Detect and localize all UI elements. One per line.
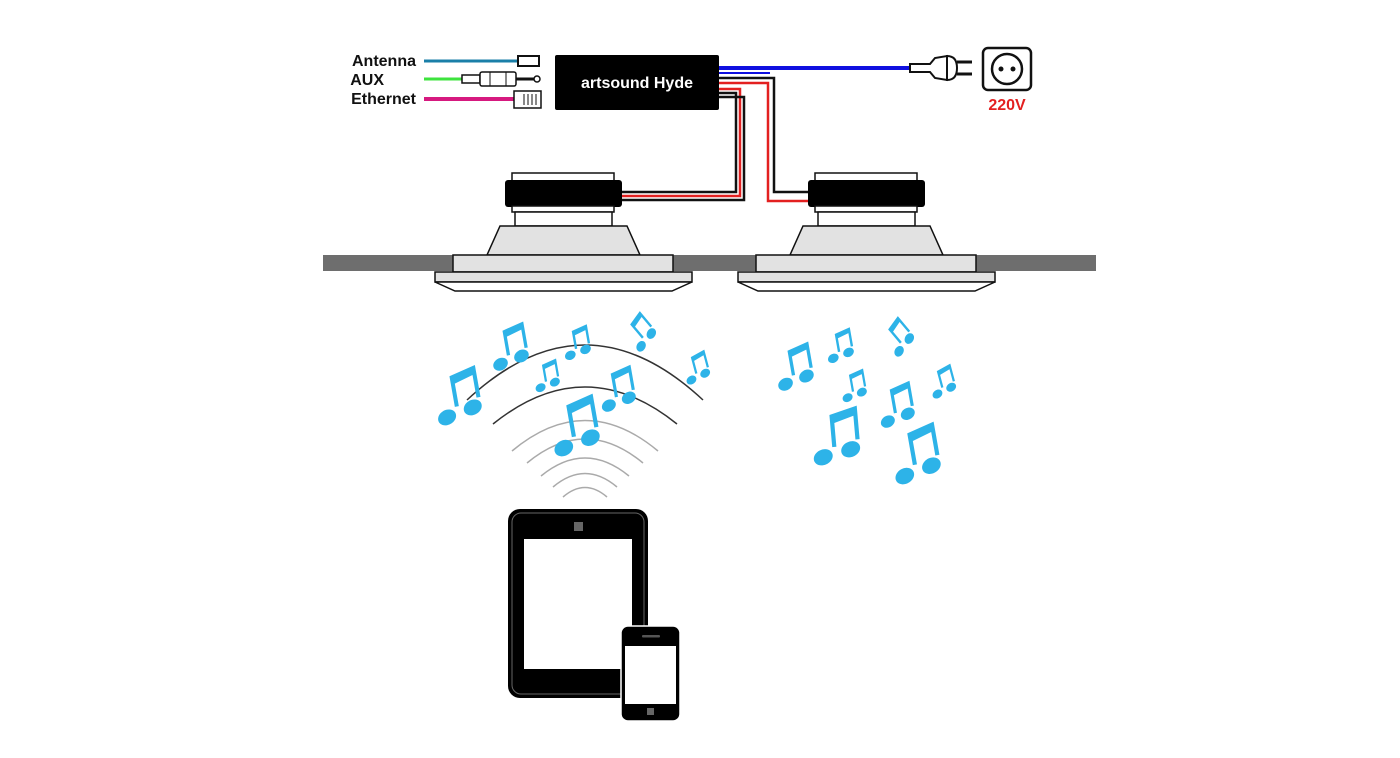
ethernet-label: Ethernet (351, 91, 417, 108)
music-note-icon (619, 311, 661, 354)
ceiling-panel (323, 255, 1096, 271)
music-note-icon (838, 368, 869, 403)
music-note-icon (429, 364, 485, 427)
amplifier-box: artsound Hyde (555, 55, 719, 110)
music-notes-right (771, 316, 959, 486)
aux-jack-connector (424, 71, 541, 87)
music-note-icon (809, 405, 862, 467)
music-note-icon (486, 321, 531, 372)
antenna-connector (424, 55, 540, 67)
speaker-cable-left (622, 87, 746, 202)
music-note-icon (877, 316, 919, 359)
speaker-left (434, 172, 693, 292)
music-note-icon (531, 358, 562, 393)
aux-label: AUX (350, 72, 384, 89)
smartphone-icon (620, 625, 681, 722)
amplifier-label: artsound Hyde (581, 75, 693, 92)
power-plug-icon (909, 54, 972, 82)
ethernet-connector (424, 90, 542, 109)
music-notes-left (429, 311, 713, 458)
music-note-icon (874, 380, 917, 429)
wall-socket-icon (981, 46, 1033, 92)
music-note-icon (560, 324, 593, 361)
music-note-icon (771, 341, 816, 392)
power-cable (719, 66, 910, 74)
tablet-icon (508, 509, 648, 698)
speaker-cable-right (719, 76, 808, 203)
music-note-icon (823, 327, 856, 364)
antenna-label: Antenna (352, 53, 416, 70)
speaker-right (737, 172, 996, 292)
music-note-icon (925, 363, 959, 400)
music-note-icon (679, 349, 713, 386)
voltage-label: 220V (988, 97, 1026, 114)
music-note-icon (886, 421, 944, 486)
